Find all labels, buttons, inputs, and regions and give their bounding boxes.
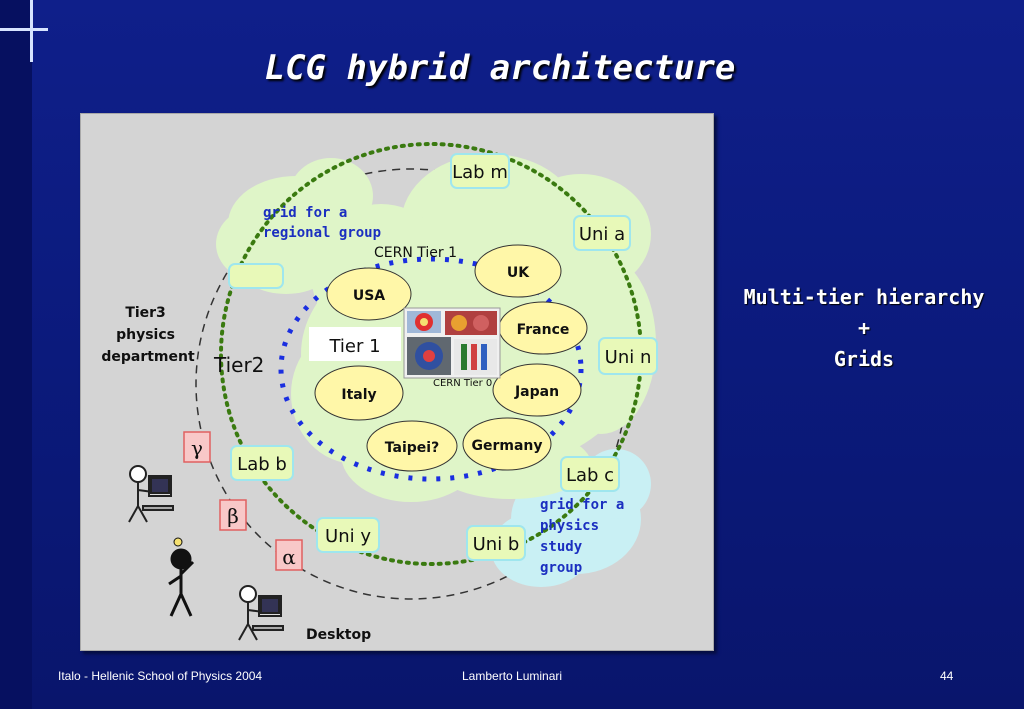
france-label: France: [517, 322, 570, 338]
side-text-line-3: Grids: [833, 347, 895, 371]
lab-m-box: Lab m: [450, 153, 510, 189]
slide-left-stripe: [0, 0, 32, 709]
uk-label: UK: [507, 265, 530, 281]
lab-c-box: Lab c: [560, 456, 620, 492]
physics-group-label: grid for a physics study group: [540, 497, 633, 576]
desktop-label: Desktop: [306, 627, 371, 643]
side-text-line-1: Multi-tier hierarchy: [743, 285, 985, 309]
tier1-dotted-ring: [278, 256, 584, 482]
slide-title: LCG hybrid architecture: [264, 48, 736, 88]
side-text-line-2: +: [857, 316, 871, 340]
side-text: Multi-tier hierarchy + Grids: [730, 282, 998, 375]
footer-page-number: 44: [940, 669, 954, 683]
beta-box: β: [219, 499, 247, 531]
lab-m-label: Lab m: [452, 162, 508, 183]
uk-ellipse: UK: [474, 244, 562, 298]
desktop-user-icon: [128, 465, 174, 523]
tier3-label: Tier3 physics department: [101, 305, 195, 365]
uni-a-box: Uni a: [573, 215, 631, 251]
country-ellipses: UK USA France Italy Japan Taipei?: [314, 244, 588, 472]
cern-tier0-label: CERN Tier 0: [433, 378, 492, 389]
cern-tier0-picture: [403, 307, 501, 379]
footer-center: Lamberto Luminari: [462, 669, 563, 683]
germany-ellipse: Germany: [462, 417, 552, 471]
uni-n-label: Uni n: [605, 347, 652, 368]
architecture-diagram-panel: Lab m Uni a Uni n Lab c Uni b Uni y Lab …: [80, 113, 714, 651]
regional-group-label: grid for a regional group: [263, 205, 381, 241]
lab-c-label: Lab c: [566, 465, 614, 486]
architecture-diagram: Lab m Uni a Uni n Lab c Uni b Uni y Lab …: [101, 142, 658, 643]
uni-b-label: Uni b: [473, 534, 520, 555]
svg-text:α: α: [282, 545, 296, 569]
italy-ellipse: Italy: [314, 365, 404, 421]
japan-ellipse: Japan: [492, 363, 582, 417]
germany-label: Germany: [471, 438, 542, 454]
uni-n-box: Uni n: [598, 337, 658, 375]
footer-left: Italo - Hellenic School of Physics 2004: [58, 669, 263, 683]
usa-label: USA: [353, 288, 385, 304]
france-ellipse: France: [498, 301, 588, 355]
tier1-label-box: Tier 1: [309, 327, 401, 361]
uni-a-label: Uni a: [579, 224, 625, 245]
lab-b-label: Lab b: [237, 454, 287, 475]
uni-b-box: Uni b: [466, 525, 526, 561]
japan-label: Japan: [514, 384, 559, 400]
lab-b-box: Lab b: [230, 445, 294, 481]
taipei-ellipse: Taipei?: [366, 420, 458, 472]
desktop-user-icon-2: [238, 585, 284, 641]
tier1-label: Tier 1: [328, 336, 380, 357]
svg-text:β: β: [227, 504, 239, 528]
svg-text:γ: γ: [191, 436, 203, 460]
taipei-label: Taipei?: [385, 440, 439, 456]
italy-label: Italy: [341, 387, 376, 403]
usa-ellipse: USA: [326, 267, 412, 321]
thinking-person-icon: [168, 537, 195, 617]
alpha-box: α: [275, 539, 303, 571]
tier2-label: Tier2: [213, 353, 264, 377]
hidden-box: [228, 263, 284, 289]
cern-tier1-label: CERN Tier 1: [374, 245, 457, 261]
gamma-box: γ: [183, 431, 211, 463]
uni-y-label: Uni y: [325, 526, 371, 547]
uni-y-box: Uni y: [316, 517, 380, 553]
corner-line-horizontal: [0, 28, 48, 31]
corner-line-vertical: [30, 0, 33, 62]
